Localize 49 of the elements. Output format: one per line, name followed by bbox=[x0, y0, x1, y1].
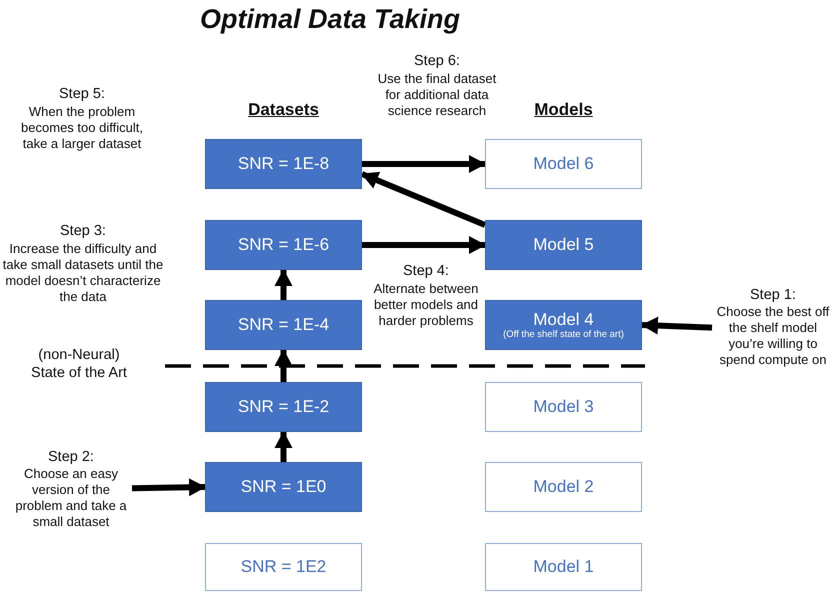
process-box bbox=[485, 139, 642, 189]
process-box bbox=[205, 462, 362, 512]
step-heading: Step 3: bbox=[59, 222, 107, 240]
arrow bbox=[362, 236, 486, 254]
box-label: SNR = 1E0 bbox=[240, 477, 326, 497]
step-heading: Step 6: bbox=[413, 52, 461, 70]
arrow bbox=[274, 431, 292, 462]
box-label: SNR = 1E-4 bbox=[238, 315, 330, 335]
box-label: Model 5 bbox=[533, 235, 594, 255]
box-label: SNR = 1E-2 bbox=[238, 397, 330, 417]
arrow bbox=[641, 316, 712, 335]
process-box bbox=[205, 139, 362, 189]
process-box bbox=[205, 300, 362, 350]
step-heading: Step 1: bbox=[750, 286, 796, 304]
step-description: Alternate between better models and harder problems bbox=[372, 281, 480, 329]
step-description: When the problem becomes too difficult, take a larger dataset bbox=[20, 104, 144, 152]
box-label: SNR = 1E-6 bbox=[238, 235, 330, 255]
box-label: Model 2 bbox=[533, 477, 594, 497]
step-heading: Step 5: bbox=[58, 85, 106, 104]
column-heading: Models bbox=[533, 100, 594, 121]
arrow bbox=[132, 478, 206, 496]
box-sublabel: (Off the shelf state of the art) bbox=[502, 330, 625, 340]
process-box bbox=[205, 543, 362, 591]
step-description: Choose the best off the shelf model you’re willing to spend compute on bbox=[716, 304, 830, 368]
process-box bbox=[485, 462, 642, 512]
box-label: Model 1 bbox=[533, 557, 594, 577]
column-heading: Datasets bbox=[247, 100, 320, 121]
step-description: Choose an easy version of the problem and take a small dataset bbox=[14, 466, 128, 530]
box-label: Model 6 bbox=[533, 154, 594, 174]
box-label: SNR = 1E2 bbox=[240, 557, 326, 577]
process-box bbox=[485, 543, 642, 591]
diagram-title: Optimal Data Taking bbox=[198, 4, 462, 35]
process-box bbox=[485, 382, 642, 432]
step-description: Use the final dataset for additional data science research bbox=[376, 71, 498, 119]
step-heading: Step 2: bbox=[48, 448, 94, 466]
step-description: Increase the difficulty and take small datasets until the model doesn’t characterize the data bbox=[2, 241, 164, 304]
process-box bbox=[205, 220, 362, 270]
process-box bbox=[485, 220, 642, 270]
arrow bbox=[274, 269, 292, 300]
arrow bbox=[274, 349, 292, 382]
arrow bbox=[360, 171, 486, 228]
process-box bbox=[485, 300, 642, 350]
annotation: (non-Neural) State of the Art bbox=[30, 346, 128, 382]
box-label: Model 4 bbox=[533, 310, 594, 330]
step-heading: Step 4: bbox=[402, 262, 450, 280]
process-box bbox=[205, 382, 362, 432]
box-label: SNR = 1E-8 bbox=[238, 154, 330, 174]
arrow bbox=[362, 155, 486, 173]
box-label: Model 3 bbox=[533, 397, 594, 417]
